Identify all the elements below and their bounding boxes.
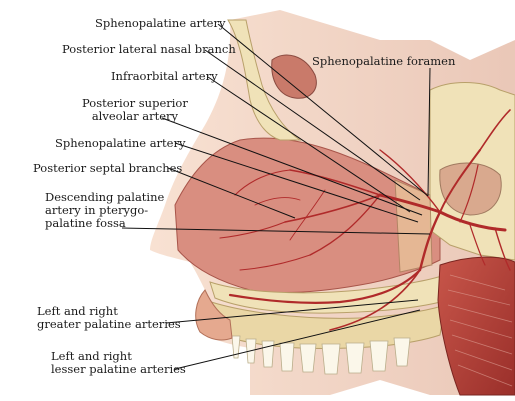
label-sphenopalatine-foramen: Sphenopalatine foramen [312, 54, 456, 68]
label-descending-palatine-line1: Descending palatine [45, 190, 165, 204]
label-greater-palatine-arteries: Left and right greater palatine arteries [37, 305, 181, 331]
label-lesser-palatine-arteries: Left and right lesser palatine arteries [51, 350, 186, 376]
label-posterior-lateral-nasal-branch: Posterior lateral nasal branch [62, 42, 236, 56]
muscle-mass [437, 256, 515, 396]
label-sphenopalatine-artery-top: Sphenopalatine artery [95, 16, 226, 30]
posterior-nasal-wall [394, 179, 433, 273]
label-sphenopalatine-artery-mid: Sphenopalatine artery [55, 136, 186, 150]
leader-lines [121, 23, 431, 370]
frontal-sinus [271, 54, 317, 99]
nasal-bone [227, 19, 302, 141]
arteries [219, 109, 511, 331]
label-descending-palatine-line2: artery in pterygo- [45, 203, 149, 217]
label-lesser-palatine-line2: lesser palatine arteries [51, 362, 186, 376]
upper-lip [195, 289, 233, 341]
label-descending-palatine-line3: palatine fossa [45, 216, 126, 230]
label-posterior-superior-alveolar-artery-line1: Posterior superior [82, 96, 188, 110]
teeth [231, 335, 411, 375]
label-posterior-superior-alveolar-artery-line2: alveolar artery [91, 109, 179, 123]
label-posterior-septal-branches: Posterior septal branches [33, 161, 183, 175]
label-greater-palatine-line2: greater palatine arteries [37, 317, 181, 331]
muscle-striations [447, 274, 513, 387]
label-descending-palatine-artery: Descending palatine artery in pterygo- p… [45, 191, 164, 230]
label-posterior-superior-alveolar-artery: Posterior superior alveolar artery [82, 97, 188, 123]
label-infraorbital-artery: Infraorbital artery [111, 69, 218, 83]
label-lesser-palatine-line1: Left and right [51, 349, 132, 363]
label-greater-palatine-line1: Left and right [37, 304, 118, 318]
